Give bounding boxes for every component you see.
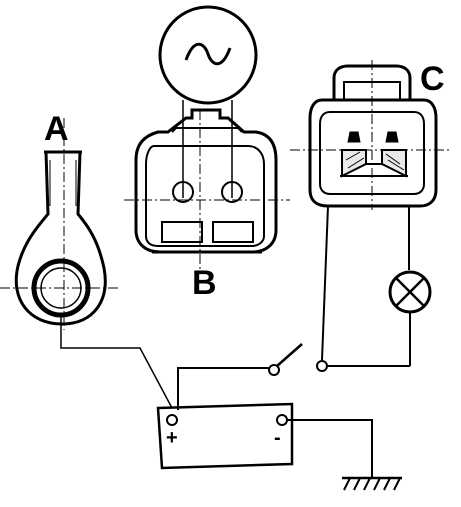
- switch-icon: [268, 343, 328, 376]
- battery-icon: + -: [156, 402, 294, 470]
- label-c: C: [420, 60, 445, 98]
- ac-source-icon: [158, 5, 258, 105]
- label-a: A: [44, 110, 69, 148]
- connector-b: B: [124, 5, 290, 302]
- label-b: B: [192, 264, 217, 302]
- circuit-wiring: + -: [60, 316, 410, 491]
- ring-terminal-a: A: [0, 110, 120, 330]
- ground-icon: [342, 476, 402, 491]
- battery-plus-label: +: [166, 427, 178, 449]
- connector-c: C: [290, 60, 452, 366]
- battery-minus-label: -: [274, 427, 281, 449]
